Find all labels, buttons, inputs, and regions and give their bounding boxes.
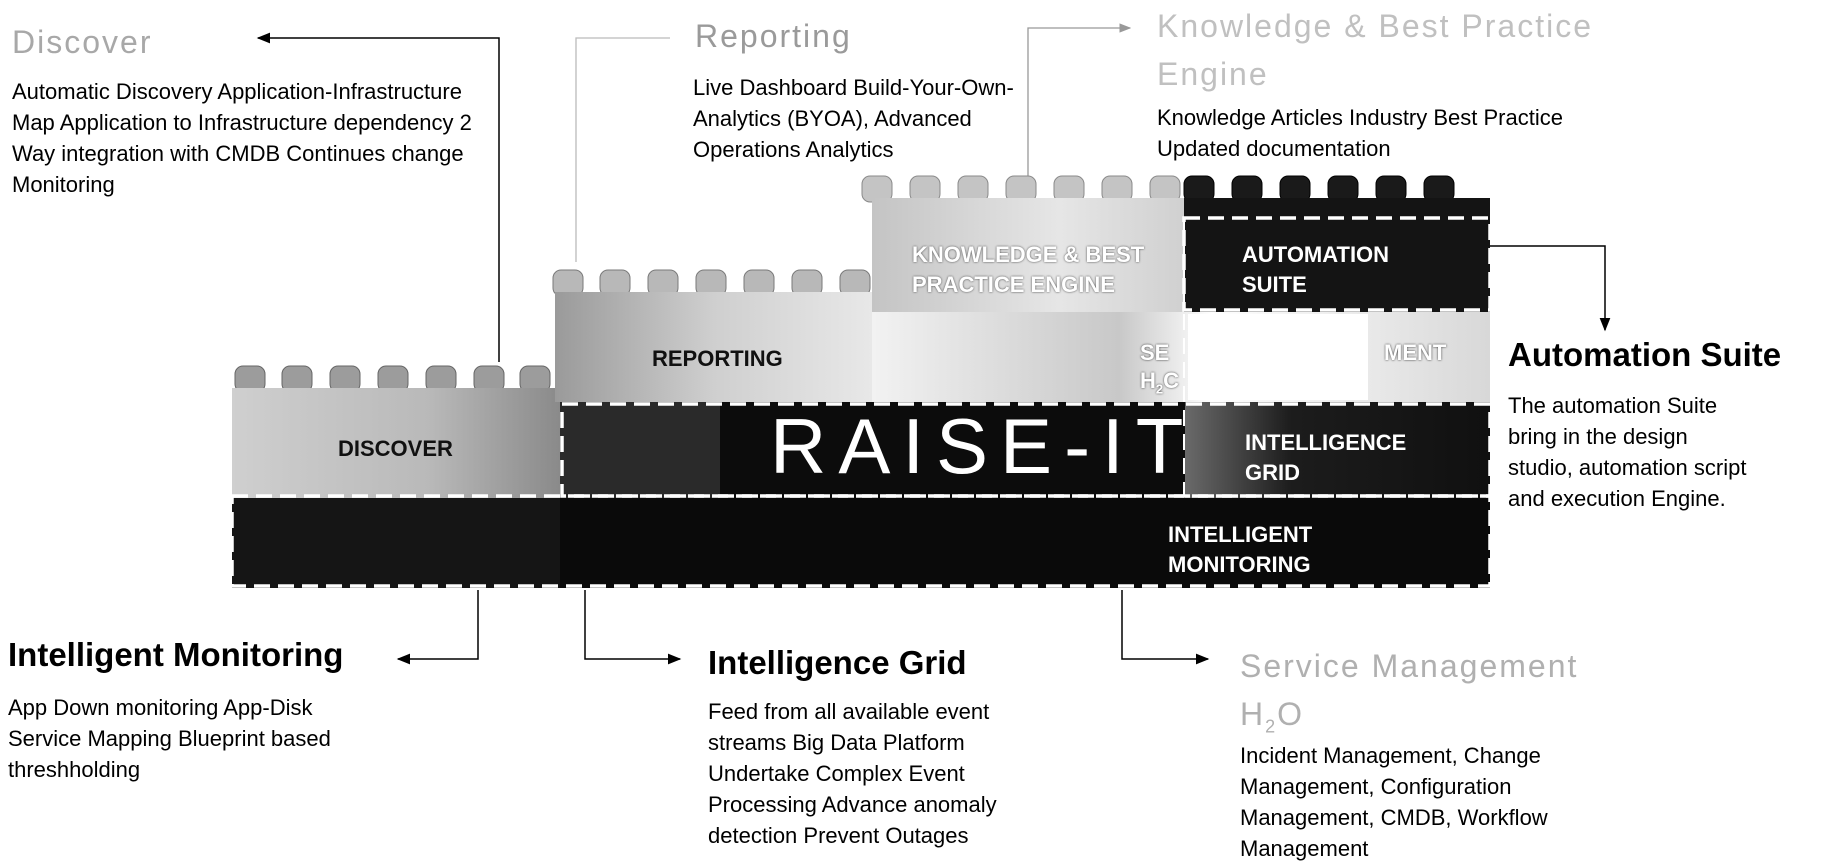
- raise-it-wordmark: RAISE-IT: [770, 402, 1196, 490]
- service-brick: [872, 312, 1490, 404]
- automation-block-label: AUTOMATION SUITE: [1242, 242, 1390, 297]
- discover-connector: [256, 32, 500, 362]
- reporting-connector: [575, 37, 670, 262]
- knowledge-brick: [872, 198, 1184, 312]
- knowledge-title: Knowledge & Best Practice Engine: [1157, 8, 1593, 92]
- knowledge-block-label: KNOWLEDGE & BEST PRACTICE ENGINE: [912, 242, 1145, 297]
- monitoring-description: App Down monitoring App-Disk Service Map…: [8, 695, 331, 782]
- intelligence-grid-brick: [1185, 402, 1490, 498]
- service-block-label-h2o: H2C: [1140, 368, 1180, 397]
- knowledge-studs: [861, 175, 1181, 203]
- discover-block-label: DISCOVER: [338, 436, 453, 461]
- grid-connector: [584, 590, 682, 665]
- monitoring-block-label: INTELLIGENT MONITORING: [1168, 522, 1313, 577]
- service-description: Incident Management, Change Management, …: [1240, 743, 1548, 861]
- knowledge-description: Knowledge Articles Industry Best Practic…: [1157, 105, 1563, 161]
- intelligence-grid-block-label: INTELLIGENCE GRID: [1245, 430, 1407, 485]
- service-block-label-right: MENT: [1384, 340, 1447, 365]
- knowledge-connector: [1027, 23, 1132, 180]
- monitoring-title: Intelligent Monitoring: [8, 636, 344, 673]
- grid-title: Intelligence Grid: [708, 644, 967, 681]
- service-connector: [1121, 590, 1210, 665]
- grid-description: Feed from all available event streams Bi…: [708, 699, 997, 848]
- raise-it-left-texture: [560, 402, 720, 498]
- automation-title: Automation Suite: [1508, 336, 1782, 373]
- service-block-label-left: SE: [1140, 340, 1170, 365]
- discover-title: Discover: [12, 24, 153, 60]
- automation-connector: [1490, 245, 1611, 332]
- discover-studs: [234, 365, 551, 393]
- reporting-title: Reporting: [695, 18, 852, 54]
- dashed-outlines: [230, 216, 1492, 588]
- service-white-patch: [1188, 314, 1368, 400]
- automation-studs: [1183, 175, 1455, 203]
- reporting-block-label: REPORTING: [652, 346, 783, 371]
- reporting-studs: [552, 269, 871, 297]
- discover-description: Automatic Discovery Application-Infrastr…: [12, 79, 472, 197]
- monitoring-left-texture: [232, 498, 560, 588]
- reporting-description: Live Dashboard Build-Your-Own-Analytics …: [693, 75, 1014, 162]
- reporting-brick: [555, 292, 873, 402]
- automation-description: The automation Suite bring in the design…: [1508, 393, 1747, 511]
- monitoring-connector: [396, 590, 479, 665]
- discover-brick: [232, 388, 560, 498]
